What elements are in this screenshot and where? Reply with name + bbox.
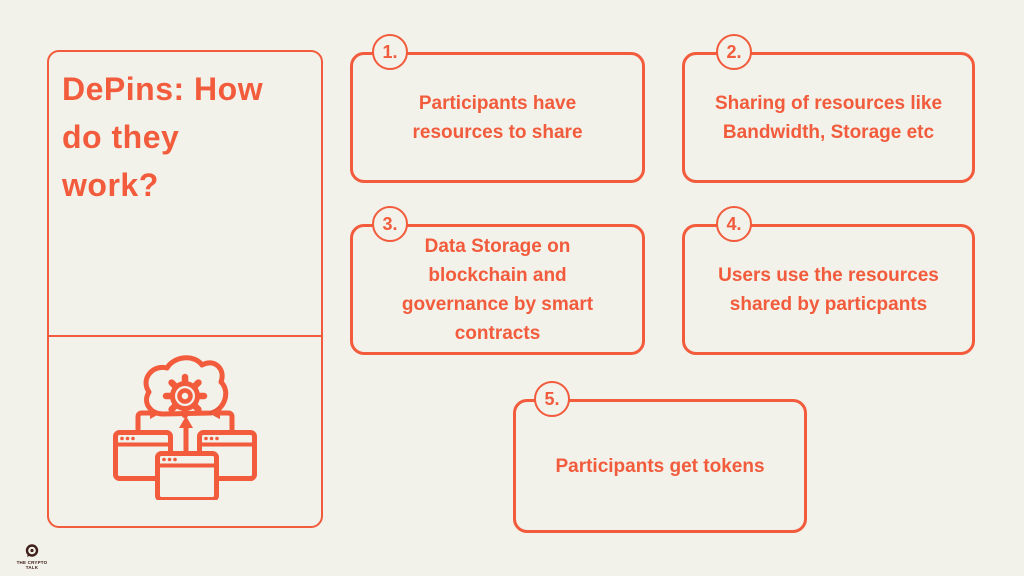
step-3-text: Data Storage on blockchain and governanc…: [401, 235, 594, 344]
title-panel: DePins: How do they work?: [47, 50, 323, 528]
step-4-text: Users use the resources shared by partic…: [718, 264, 939, 315]
step-card-4: 4. Users use the resources shared by par…: [682, 206, 975, 355]
step-card-2: 2. Sharing of resources like Bandwidth, …: [682, 34, 975, 183]
brand-name-line2: TALK: [25, 565, 39, 570]
brand-logo-icon: [25, 544, 39, 557]
page-title: DePins: How do they work?: [62, 71, 264, 203]
step-1-number-badge: 1.: [372, 34, 408, 70]
step-5-number-badge: 5.: [534, 381, 570, 417]
brand-name-line1: THE CRYPTO: [16, 560, 48, 565]
cloud-gear-network-icon: [113, 353, 257, 502]
step-card-5: 5. Participants get tokens: [513, 381, 807, 533]
step-1-text: Participants have resources to share: [412, 92, 583, 143]
step-4-number-badge: 4.: [716, 206, 752, 242]
panel-divider: [49, 335, 321, 337]
step-5-text: Participants get tokens: [555, 455, 765, 477]
step-card-3: 3. Data Storage on blockchain and govern…: [350, 206, 645, 355]
step-2-text: Sharing of resources like Bandwidth, Sto…: [714, 92, 943, 143]
step-card-1: 1. Participants have resources to share: [350, 34, 645, 183]
step-2-number-badge: 2.: [716, 34, 752, 70]
step-3-number-badge: 3.: [372, 206, 408, 242]
brand-watermark: THE CRYPTO TALK: [11, 544, 53, 570]
